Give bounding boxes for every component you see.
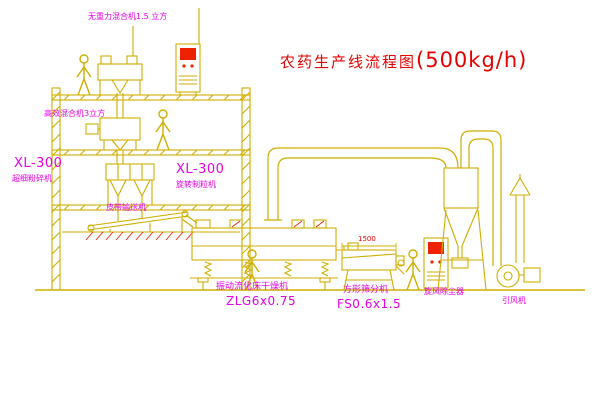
title-capacity: (500kg/h): [416, 48, 528, 72]
label-sieve-model: FS0.6x1.5: [337, 297, 402, 311]
label-granulator-model: XL-300: [176, 162, 225, 177]
fluid-bed-dryer: [190, 219, 345, 290]
gravity-mixer: [97, 26, 143, 118]
label-granulator-name: 旋转制粒机: [176, 180, 216, 189]
cyclone-separator: [437, 167, 487, 291]
high-efficiency-mixer: [85, 117, 141, 164]
square-sieve: [341, 242, 405, 291]
label-pulverizer-model: XL-300: [14, 156, 63, 171]
label-high-mixer: 高效混合机3立方: [44, 109, 106, 118]
diagram-title: 农药生产线流程图(500kg/h): [280, 48, 527, 72]
label-dryer-name: 振动流化床干燥机: [216, 282, 289, 292]
label-cyclone: 旋风除尘器: [424, 287, 464, 296]
label-sieve-name: 方形筛分机: [343, 285, 389, 295]
person-figure: [76, 54, 92, 96]
equipment-cabinet-1: [175, 8, 201, 95]
label-belt-conveyor: 皮带输送机: [106, 203, 146, 212]
equipment-cabinet-2: [423, 237, 449, 290]
induced-draft-fan: [496, 264, 544, 291]
exhaust-duct: [264, 147, 459, 221]
label-fan: 引风机: [502, 296, 526, 305]
label-gravity-mixer: 无重力混合机1.5 立方: [88, 12, 168, 21]
label-pulverizer-name: 超细粉碎机: [12, 174, 52, 183]
person-figure: [155, 109, 171, 151]
belt-conveyor: [87, 210, 198, 232]
rotary-granulator: [105, 163, 155, 221]
dimension-1500: [341, 243, 397, 249]
ground-hatch: [85, 231, 194, 241]
dryer-springs: [203, 261, 330, 277]
person-figure: [405, 249, 421, 291]
exhaust-stack: [509, 174, 531, 263]
title-text: 农药生产线流程图: [280, 53, 417, 71]
fan-inlet-pipe: [460, 130, 502, 266]
label-dryer-model: ZLG6x0.75: [226, 294, 297, 308]
label-sieve-dimension: 1500: [358, 235, 376, 243]
